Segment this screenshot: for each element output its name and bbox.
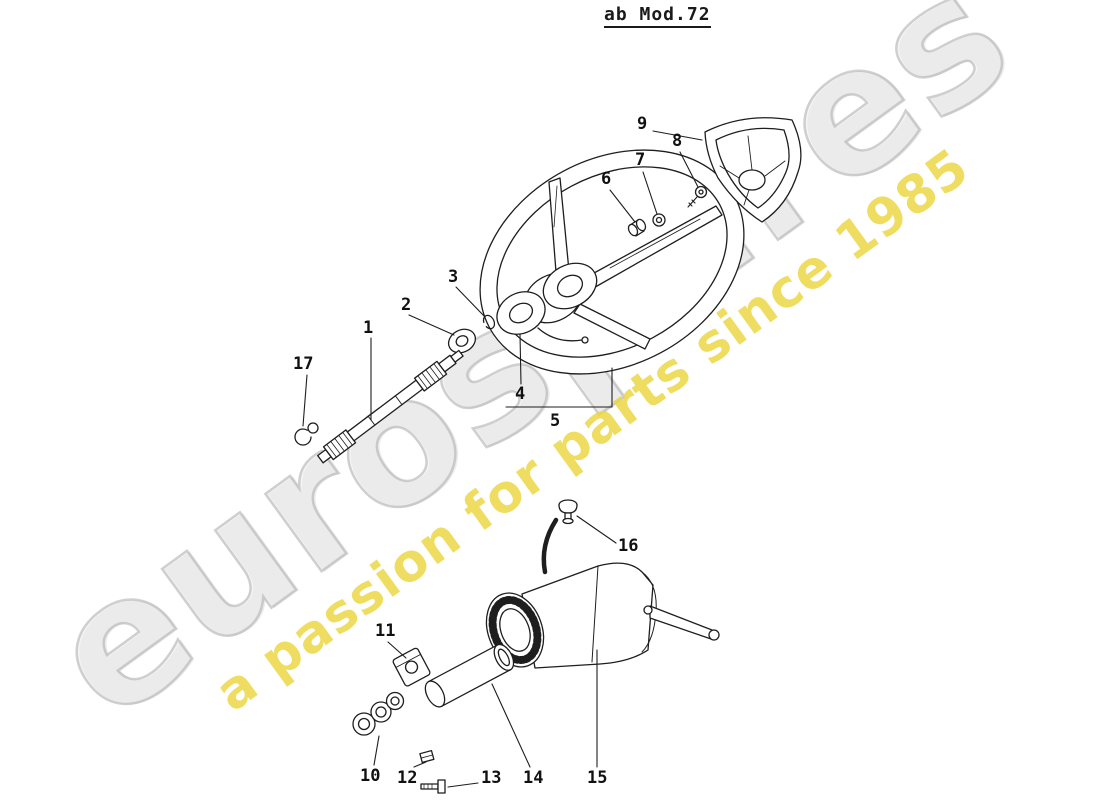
horn-contact-ring [496, 291, 589, 344]
knob-16 [558, 499, 578, 525]
part-label-3: 3 [448, 267, 459, 287]
part-label-6: 6 [601, 169, 612, 189]
column-housing [485, 517, 720, 669]
part-label-5: 5 [550, 411, 561, 431]
part-label-2: 2 [401, 295, 412, 315]
part-label-7: 7 [635, 150, 646, 170]
part-label-13: 13 [481, 768, 502, 788]
snap-ring-17 [294, 422, 319, 446]
part-label-17: 17 [293, 354, 314, 374]
horn-pad [704, 117, 802, 223]
screw-8 [687, 185, 708, 208]
washer-7 [652, 213, 666, 227]
part-label-10: 10 [360, 766, 381, 786]
part-label-9: 9 [637, 114, 648, 134]
rings-10 [352, 691, 405, 736]
clamp-11 [392, 647, 431, 687]
part-label-8: 8 [672, 131, 683, 151]
part-label-1: 1 [363, 318, 374, 338]
diagram-title: ab Mod.72 [604, 4, 711, 28]
steering-shaft [317, 349, 464, 464]
part-label-11: 11 [375, 621, 396, 641]
part-label-15: 15 [587, 768, 608, 788]
part-label-16: 16 [618, 536, 639, 556]
part-label-12: 12 [397, 768, 418, 788]
part-label-4: 4 [515, 384, 526, 404]
bearing-2 [447, 328, 477, 354]
screw-13 [420, 779, 446, 794]
column-tube [424, 643, 515, 708]
nut-12 [419, 749, 435, 764]
part-label-14: 14 [523, 768, 544, 788]
leader-lines [302, 130, 703, 788]
clip-3 [482, 314, 496, 330]
steering-wheel-hub [523, 262, 598, 324]
nut-6 [627, 218, 647, 237]
